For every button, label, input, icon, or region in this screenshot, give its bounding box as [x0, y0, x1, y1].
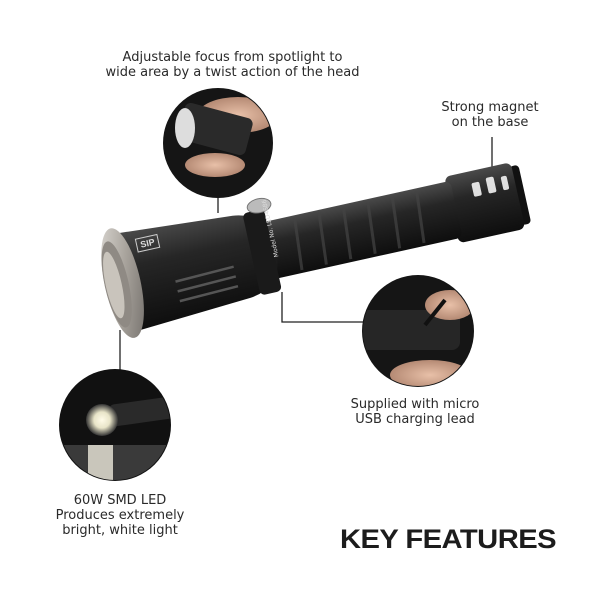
- callout-lines: [119, 137, 493, 370]
- magnet-caption: Strong magnet on the base: [441, 100, 539, 130]
- brand-badge: [134, 233, 161, 253]
- focus-detail-image: [163, 88, 273, 198]
- led-detail-image: [59, 369, 171, 481]
- usb-detail-image: [362, 275, 474, 387]
- brand-marking: SIP: [139, 237, 155, 250]
- flashlight: Model No. LED4686 SIP: [101, 163, 531, 338]
- led-caption: 60W SMD LED Produces extremely bright, w…: [55, 493, 185, 538]
- key-features-title: KEY FEATURES: [340, 524, 557, 554]
- focus-caption: Adjustable focus from spotlight to wide …: [105, 50, 360, 80]
- usb-caption: Supplied with micro USB charging lead: [350, 397, 480, 427]
